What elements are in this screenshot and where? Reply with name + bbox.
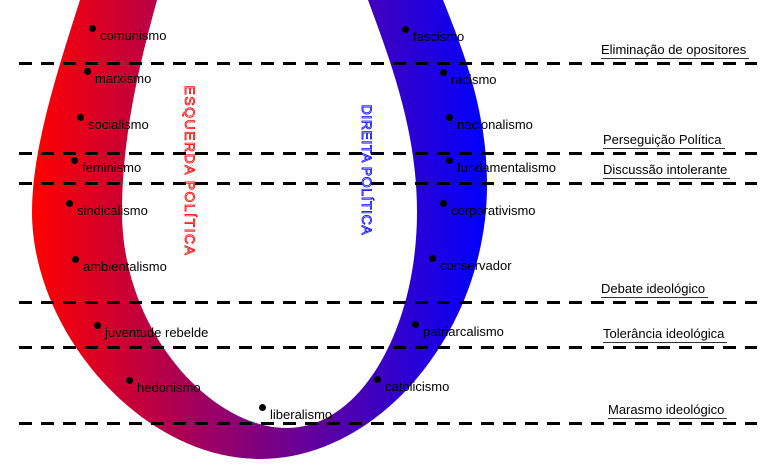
ideology-label: sindicalismo	[77, 203, 148, 218]
ideology-label: fascismo	[413, 29, 465, 44]
ideology-dot	[93, 321, 101, 329]
ideology-label: liberalismo	[270, 407, 333, 422]
level-label: Eliminação de opositores	[601, 43, 750, 59]
ideology-dot	[70, 156, 78, 164]
left-axis-label: ESQUERDA POLÍTICA	[182, 85, 199, 257]
ideology-label: marxismo	[95, 71, 152, 86]
ideology-label: catolicismo	[385, 379, 450, 394]
ideology-dot	[125, 376, 133, 384]
ideology-label: socialismo	[88, 117, 149, 132]
horseshoe-band	[32, 0, 487, 459]
ideology-label: ambientalismo	[83, 259, 167, 274]
ideology-dot	[401, 25, 409, 33]
ideology-dot	[83, 67, 91, 75]
level-label: Marasmo ideológico	[608, 403, 728, 419]
ideology-label: conservador	[440, 258, 512, 273]
ideology-label: racismo	[451, 72, 497, 87]
ideology-label: corporativismo	[451, 203, 536, 218]
level-line	[19, 301, 757, 304]
ideology-dot	[439, 68, 447, 76]
ideology-label: feminismo	[82, 160, 142, 175]
ideology-dot	[65, 199, 73, 207]
level-line	[19, 152, 757, 155]
ideology-label: juventude rebelde	[105, 325, 209, 340]
ideology-dot	[373, 375, 381, 383]
level-label: Tolerância ideológica	[603, 327, 728, 343]
ideology-dot	[439, 199, 447, 207]
level-label: Discussão intolerante	[603, 163, 731, 179]
ideology-dot	[258, 403, 266, 411]
ideology-dot	[76, 113, 84, 121]
ideology-dot	[411, 320, 419, 328]
ideology-dot	[445, 156, 453, 164]
ideology-label: patriarcalismo	[423, 324, 504, 339]
ideology-label: nacionalismo	[457, 117, 533, 132]
level-line	[19, 182, 757, 185]
ideology-dot	[71, 255, 79, 263]
ideology-dot	[428, 254, 436, 262]
ideology-label: comunismo	[100, 28, 167, 43]
level-line	[19, 62, 757, 65]
ideology-dot	[445, 113, 453, 121]
right-axis-label: DIREITA POLÍTICA	[359, 104, 376, 236]
ideology-dot	[88, 24, 96, 32]
level-label: Perseguição Política	[603, 133, 725, 149]
level-line	[19, 422, 757, 425]
ideology-label: hedonismo	[137, 380, 201, 395]
level-label: Debate ideológico	[601, 282, 709, 298]
ideology-label: fundamentalismo	[457, 160, 556, 175]
level-line	[19, 346, 757, 349]
